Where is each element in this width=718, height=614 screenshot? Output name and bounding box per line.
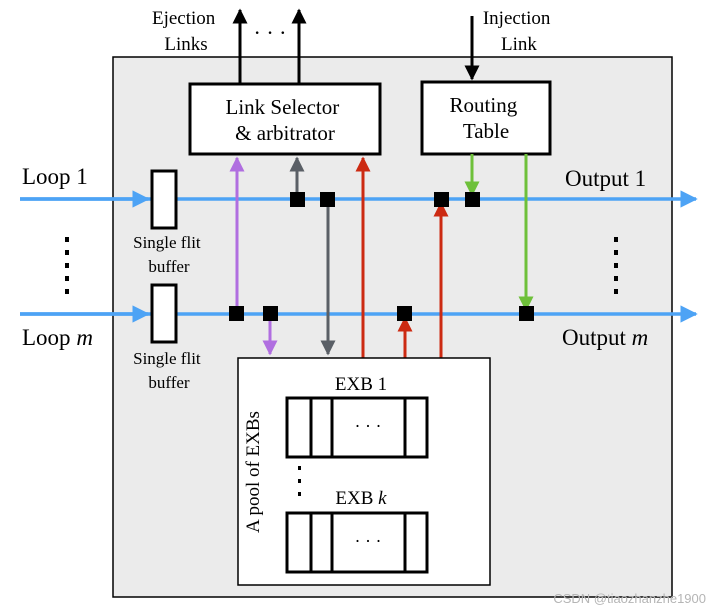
routing-table-box xyxy=(420,80,552,156)
left-vertical-dots xyxy=(65,237,69,294)
single-flit-buffer-m-label: Single flit buffer xyxy=(133,349,205,392)
ejection-links-label: Ejection Links xyxy=(152,8,220,55)
exb-k-slot-dots: · · · xyxy=(355,531,382,551)
link-selector-box xyxy=(188,82,382,156)
ejection-dots: · · · xyxy=(254,20,287,45)
single-flit-buffer-1-label: Single flit buffer xyxy=(133,233,205,276)
injection-link-label: Injection Link xyxy=(483,8,555,55)
switch-node xyxy=(290,192,305,207)
loop-1-label: Loop 1 xyxy=(22,164,88,189)
switch-node xyxy=(263,306,278,321)
link-selector-label: Link Selector & arbitrator xyxy=(226,95,345,145)
single-flit-buffer-m xyxy=(150,283,178,344)
exb-1-buffer xyxy=(285,396,429,459)
routing-table-label: Routing Table xyxy=(450,93,523,143)
switch-node xyxy=(465,192,480,207)
exb-1-slot-dots: · · · xyxy=(355,416,382,436)
exb-pool-label: A pool of EXBs xyxy=(243,411,264,533)
switch-node xyxy=(434,192,449,207)
output-1-label: Output 1 xyxy=(565,166,646,191)
exb-k-buffer xyxy=(285,511,429,574)
output-m-label: Output m xyxy=(562,325,648,350)
single-flit-buffer-1 xyxy=(150,169,178,230)
switch-nodes xyxy=(229,192,534,321)
switch-node xyxy=(519,306,534,321)
exb-k-label: EXB k xyxy=(335,488,387,509)
loop-m-label: Loop m xyxy=(22,325,93,350)
switch-node xyxy=(397,306,412,321)
switch-node xyxy=(229,306,244,321)
right-vertical-dots xyxy=(614,237,618,294)
watermark: CSDN @tiaozhanzhe1900 xyxy=(553,591,706,606)
exb-vertical-dots xyxy=(298,466,301,496)
exb-1-label: EXB 1 xyxy=(335,374,387,395)
switch-node xyxy=(320,192,335,207)
